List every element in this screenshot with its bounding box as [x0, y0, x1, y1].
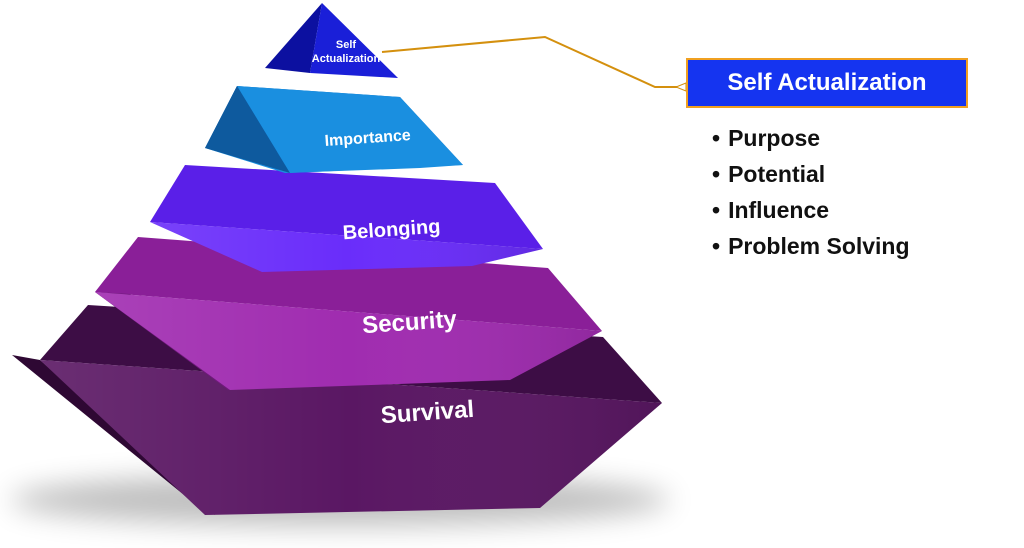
tier-survival-label: Survival	[380, 396, 475, 429]
list-item: • Problem Solving	[712, 228, 910, 264]
tier-security: Security	[95, 237, 602, 390]
callout-connector-arrow	[674, 82, 687, 92]
callout-bullet-list: • Purpose • Potential • Influence • Problem …	[712, 120, 910, 264]
list-item: • Potential	[712, 156, 910, 192]
bullet-icon: •	[712, 233, 721, 259]
callout-title: Self Actualization	[727, 69, 927, 96]
bullet-text: Problem Solving	[728, 233, 910, 259]
tier-self-actualization: Self Actualization	[265, 3, 398, 78]
tier-importance: Importance	[205, 86, 463, 173]
tier-security-top	[95, 237, 602, 331]
bullet-icon: •	[712, 161, 721, 187]
tier-self-actualization-front	[310, 3, 398, 78]
tier-self-actualization-left	[265, 3, 322, 73]
tier-belonging-top	[150, 165, 543, 249]
tier-self-actualization-label-line1: Self	[336, 39, 357, 51]
list-item: • Influence	[712, 192, 910, 228]
tier-importance-label: Importance	[324, 127, 411, 150]
bullet-text: Purpose	[728, 125, 821, 151]
tier-self-actualization-label-line2: Actualization	[312, 53, 381, 65]
list-item: • Purpose	[712, 120, 910, 156]
bullet-text: Potential	[728, 161, 826, 187]
bullet-icon: •	[712, 125, 721, 151]
bullet-icon: •	[712, 197, 721, 223]
bullet-text: Influence	[728, 197, 830, 223]
callout-connector-line	[381, 35, 686, 88]
tier-security-label: Security	[361, 306, 458, 340]
tier-belonging: Belonging	[150, 165, 543, 272]
callout-title-box: Self Actualization	[686, 58, 968, 108]
